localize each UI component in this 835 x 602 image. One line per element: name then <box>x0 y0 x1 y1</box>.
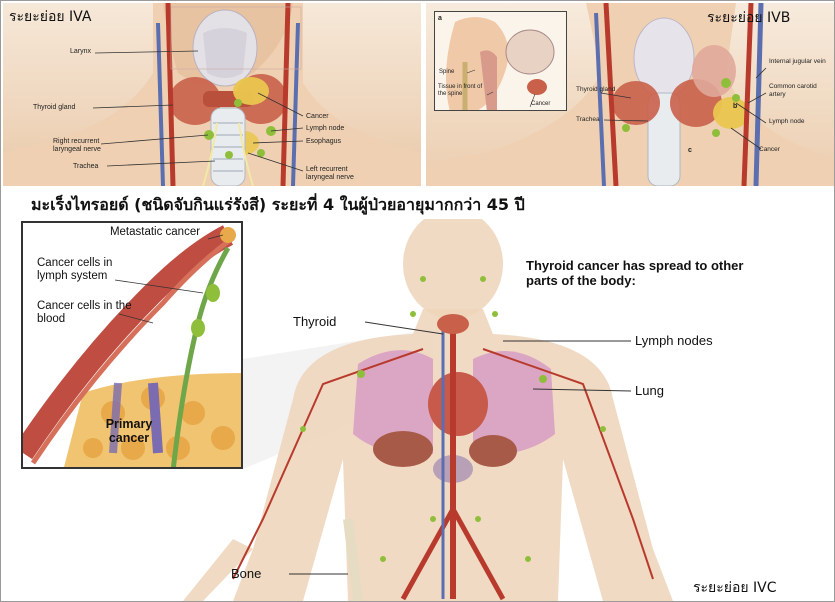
label-cancer: Cancer <box>306 113 329 121</box>
panel-ivb: a Spine Tissue in front of the spine Can… <box>426 3 834 186</box>
label-common-carotid: Common carotid artery <box>769 83 831 99</box>
label-lung: Lung <box>635 383 664 398</box>
label-esophagus: Esophagus <box>306 138 341 146</box>
label-primary-cancer: Primary cancer <box>98 417 160 445</box>
label-lymph-node-b: Lymph node <box>769 118 805 126</box>
label-internal-jugular: Internal jugular vein <box>769 58 831 66</box>
label-lymph-node: Lymph node <box>306 125 344 133</box>
label-cancer-b: Cancer <box>759 146 780 154</box>
label-right-recurrent-nerve: Right recurrent laryngeal nerve <box>53 138 115 154</box>
stage-label-iva: ระยะย่อย IVA <box>9 6 91 28</box>
inset-spine-cross-section: a Spine Tissue in front of the spine Can… <box>434 11 567 111</box>
label-cancer-cells-lymph: Cancer cells in lymph system <box>37 257 137 283</box>
spread-description: Thyroid cancer has spread to other parts… <box>526 258 766 288</box>
label-cancer-cells-blood: Cancer cells in the blood <box>37 300 137 326</box>
label-thyroid: Thyroid <box>293 314 336 329</box>
stage-label-ivb: ระยะย่อย IVB <box>707 7 790 29</box>
stage-label-ivc: ระยะย่อย IVC <box>693 577 777 599</box>
label-larynx: Larynx <box>70 48 91 56</box>
inset-letter-a: a <box>438 15 442 23</box>
label-metastatic-cancer: Metastatic cancer <box>105 226 205 239</box>
figure-caption: มะเร็งไทรอยด์ (ชนิดจับกินแร่รังสี) ระยะท… <box>31 193 821 218</box>
label-bone: Bone <box>231 566 261 581</box>
label-thyroid-gland: Thyroid gland <box>33 104 75 112</box>
marker-c: c <box>688 147 692 155</box>
marker-b: b <box>733 103 737 111</box>
neck-anatomy-iva-illustration <box>3 3 421 186</box>
label-trachea: Trachea <box>73 163 98 171</box>
label-thyroid-gland-b: Thyroid gland <box>576 86 616 94</box>
label-tissue-front-spine: Tissue in front of the spine <box>438 84 488 98</box>
label-cancer-inset: Cancer <box>531 100 550 108</box>
label-trachea-b: Trachea <box>576 116 600 124</box>
panel-ivc: Metastatic cancer Cancer cells in lymph … <box>3 219 834 601</box>
label-spine: Spine <box>439 68 454 76</box>
label-lymph-nodes: Lymph nodes <box>635 333 713 348</box>
panel-iva: ระยะย่อย IVA Larynx Thyroid gland Right … <box>3 3 421 186</box>
label-left-recurrent-nerve: Left recurrent laryngeal nerve <box>306 166 368 182</box>
